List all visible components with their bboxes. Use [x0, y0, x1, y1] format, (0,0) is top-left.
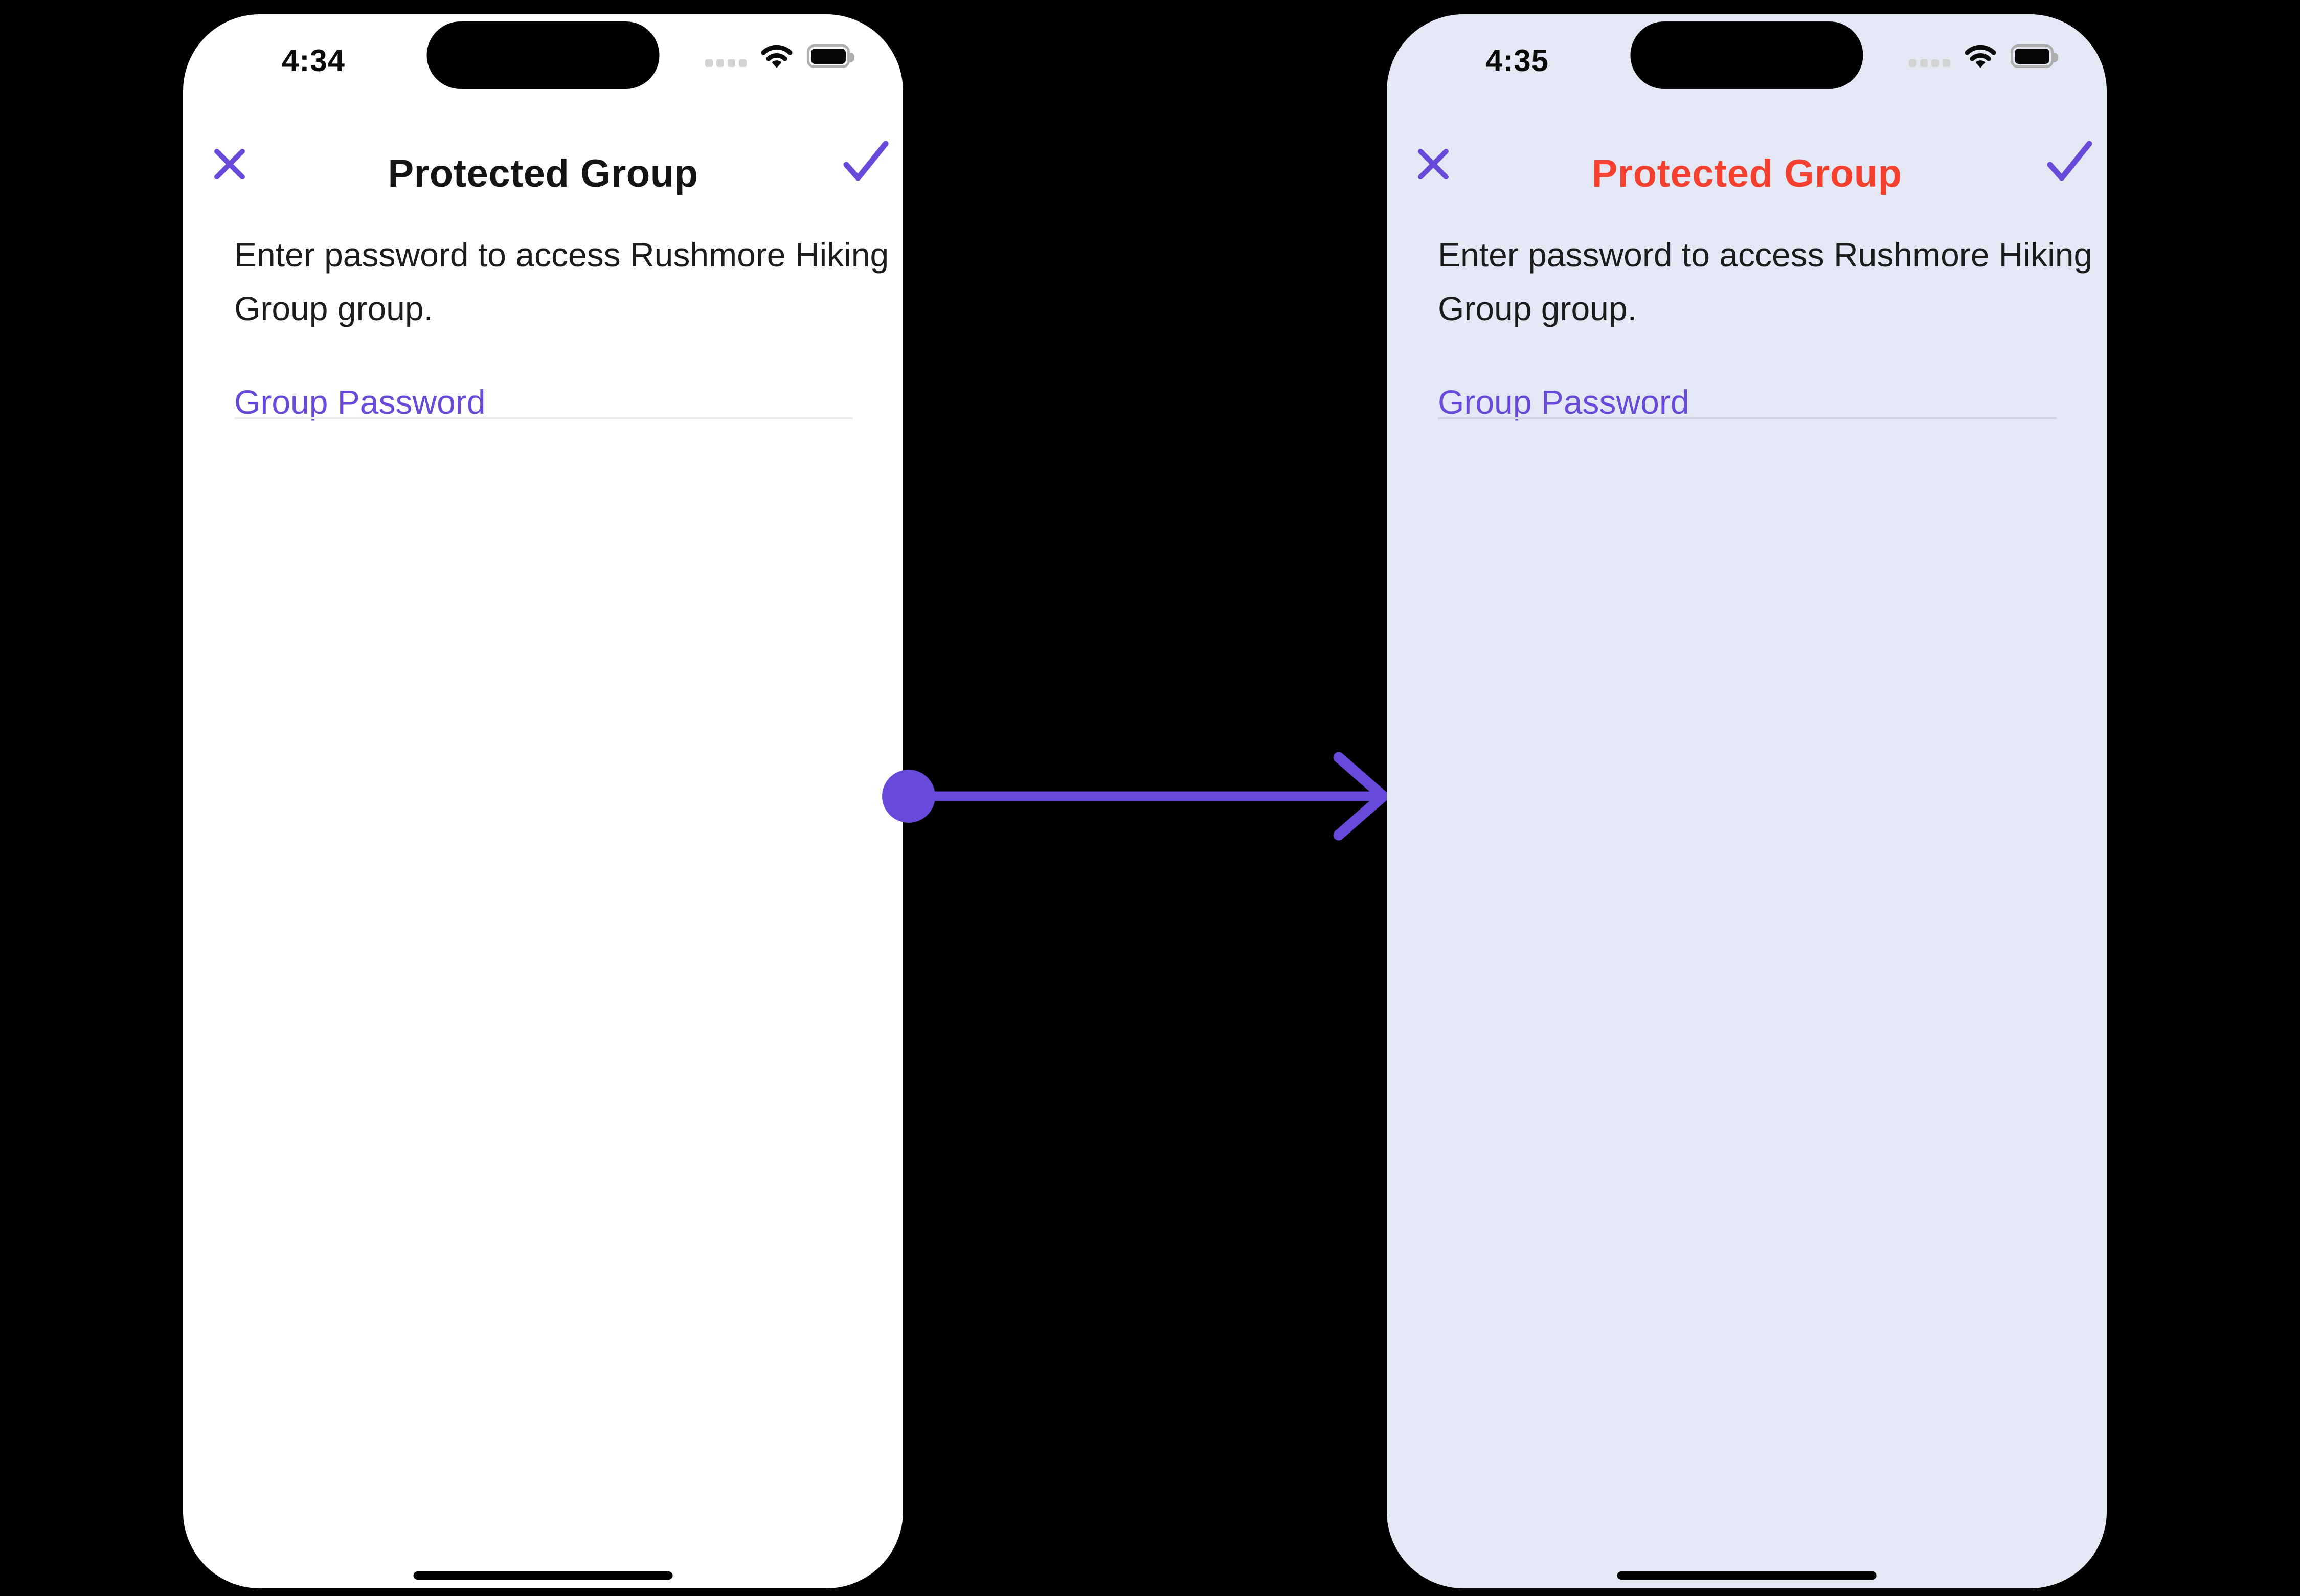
group-password-label: Group Password — [234, 383, 486, 421]
arrow-head — [1333, 752, 1389, 841]
transition-arrow — [882, 752, 1389, 841]
close-button[interactable] — [213, 147, 246, 181]
confirm-check-icon — [2047, 141, 2092, 181]
group-password-field[interactable]: Group Password — [183, 372, 903, 449]
page-title: Protected Group — [388, 152, 698, 195]
battery-icon — [807, 44, 854, 68]
dynamic-island — [1630, 21, 1863, 89]
home-indicator[interactable] — [1617, 1571, 1877, 1580]
close-button[interactable] — [1416, 147, 1450, 181]
status-time: 4:35 — [1485, 43, 1549, 78]
home-indicator[interactable] — [413, 1571, 673, 1580]
group-password-label: Group Password — [1438, 383, 1689, 421]
phone-screen-after: 4:35 Protected Group Enter password to a… — [1387, 14, 2107, 1588]
battery-icon — [2011, 44, 2058, 68]
status-icons — [705, 42, 854, 69]
field-underline — [1438, 417, 2057, 419]
wifi-icon — [1965, 45, 1996, 69]
dynamic-island — [426, 21, 660, 89]
cellular-signal-icon — [1909, 59, 1950, 67]
field-underline — [234, 417, 853, 419]
page-title: Protected Group — [1591, 152, 1902, 195]
description-text: Enter password to access Rushmore Hiking… — [1438, 236, 2093, 327]
status-icons — [1909, 42, 2058, 69]
confirm-button[interactable] — [843, 140, 889, 182]
confirm-check-icon — [843, 141, 889, 181]
phone-screen-before: 4:34 Protected Group Enter password to a… — [183, 14, 903, 1588]
description-text: Enter password to access Rushmore Hiking… — [234, 236, 889, 327]
wifi-icon — [761, 45, 793, 69]
close-icon — [1418, 149, 1449, 179]
confirm-button[interactable] — [2046, 140, 2092, 182]
status-time: 4:34 — [281, 43, 346, 78]
close-icon — [214, 149, 245, 179]
cellular-signal-icon — [705, 59, 747, 67]
group-password-field[interactable]: Group Password — [1387, 372, 2107, 449]
